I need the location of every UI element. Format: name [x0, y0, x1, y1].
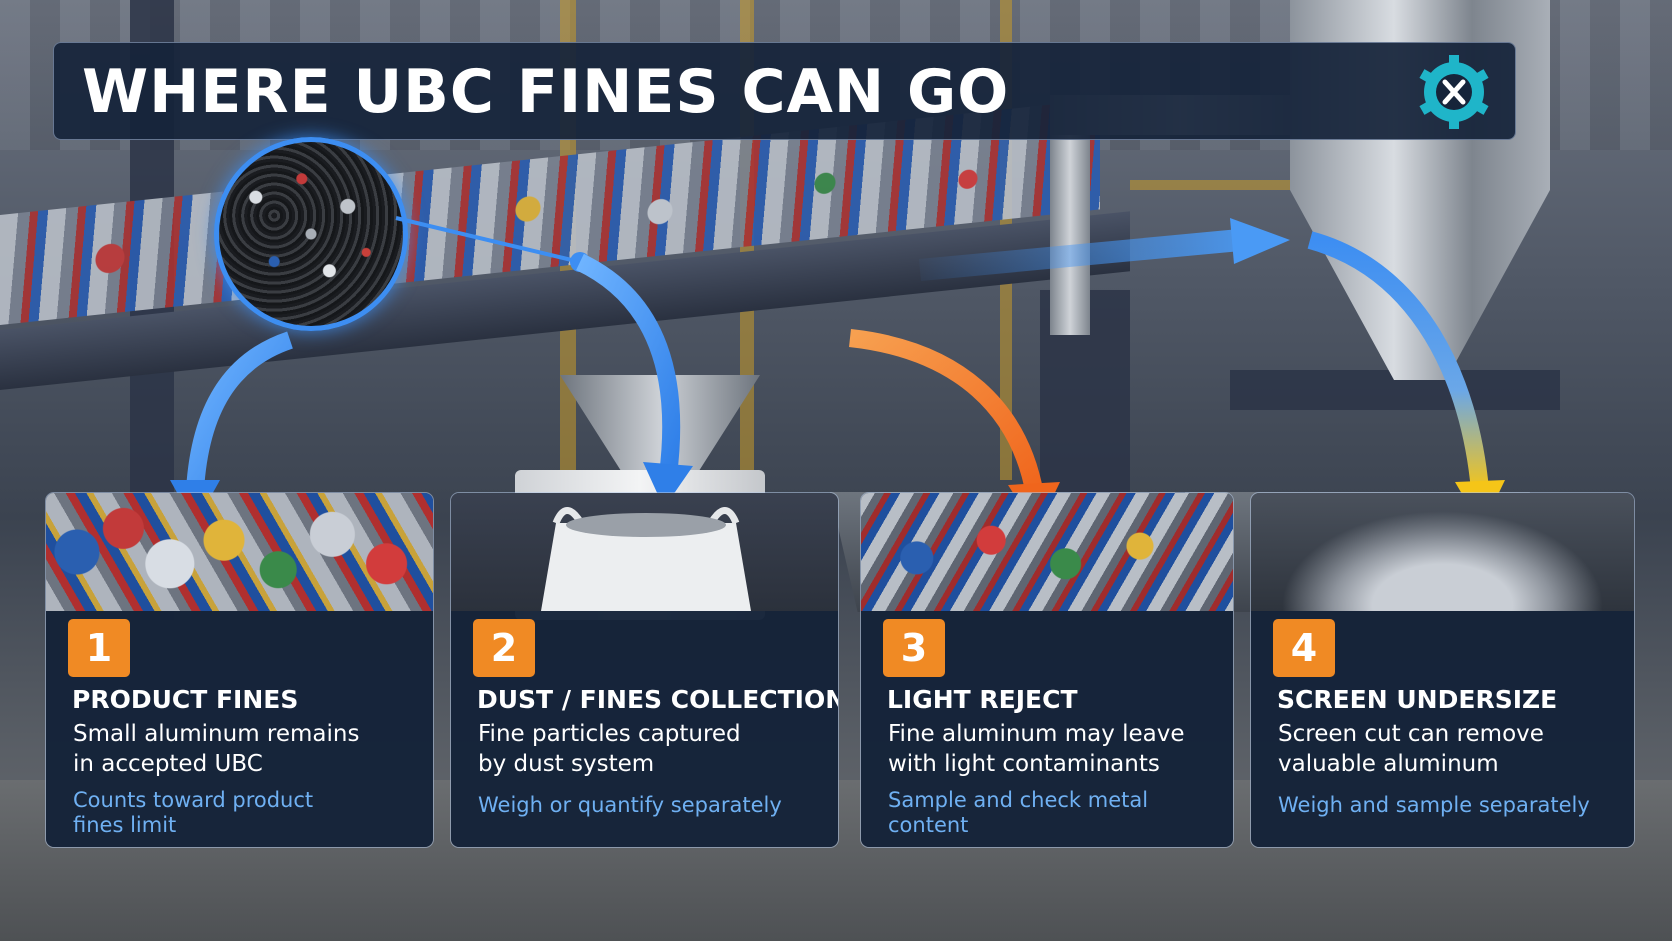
- cans-photo: [46, 493, 433, 611]
- card-product-fines: 1 PRODUCT FINES Small aluminum remains i…: [45, 492, 434, 848]
- yellow-beam: [1130, 180, 1430, 190]
- undersize-bin-photo: [1251, 493, 1634, 611]
- card-heading: LIGHT REJECT: [887, 685, 1078, 714]
- card-screen-undersize: 4 SCREEN UNDERSIZE Screen cut can remove…: [1250, 492, 1635, 848]
- arrow-1: [186, 331, 294, 491]
- card-dust-collection: 2 DUST / FINES COLLECTION Fine particles…: [450, 492, 839, 848]
- card-description: Fine particles captured by dust system: [478, 721, 741, 777]
- card-heading: DUST / FINES COLLECTION: [477, 685, 839, 714]
- arrow-3: [849, 329, 1044, 497]
- step-badge: 3: [883, 619, 945, 677]
- fines-closeup-circle: [214, 137, 408, 331]
- stream-arrow-head: [1230, 218, 1290, 264]
- card-panel: 2 DUST / FINES COLLECTION Fine particles…: [451, 611, 838, 847]
- card-note: Sample and check metal content: [888, 788, 1149, 837]
- card-description: Small aluminum remains in accepted UBC: [73, 721, 360, 777]
- card-note: Counts toward product fines limit: [73, 788, 314, 837]
- bulk-bag-photo: [451, 493, 838, 611]
- arrow-4: [1307, 231, 1489, 491]
- card-note: Weigh or quantify separately: [478, 793, 782, 817]
- stream-arrow: [918, 229, 1242, 281]
- step-badge: 4: [1273, 619, 1335, 677]
- card-panel: 1 PRODUCT FINES Small aluminum remains i…: [46, 611, 433, 847]
- reject-bin-photo: [861, 493, 1233, 611]
- card-heading: SCREEN UNDERSIZE: [1277, 685, 1558, 714]
- card-note: Weigh and sample separately: [1278, 793, 1590, 817]
- step-badge: 1: [68, 619, 130, 677]
- connector-line: [395, 216, 581, 264]
- card-panel: 4 SCREEN UNDERSIZE Screen cut can remove…: [1251, 611, 1634, 847]
- arrow-2-head: [643, 462, 693, 508]
- card-light-reject: 3 LIGHT REJECT Fine aluminum may leave w…: [860, 492, 1234, 848]
- card-description: Screen cut can remove valuable aluminum: [1278, 721, 1544, 777]
- gear-shield-logo-icon: [1419, 55, 1489, 129]
- title-bar: WHERE UBC FINES CAN GO: [53, 42, 1516, 140]
- step-badge: 2: [473, 619, 535, 677]
- card-panel: 3 LIGHT REJECT Fine aluminum may leave w…: [861, 611, 1233, 847]
- bulk-bag-icon: [541, 507, 751, 611]
- arrow-2: [576, 253, 681, 477]
- page-title: WHERE UBC FINES CAN GO: [82, 57, 1010, 127]
- card-heading: PRODUCT FINES: [72, 685, 299, 714]
- card-description: Fine aluminum may leave with light conta…: [888, 721, 1185, 777]
